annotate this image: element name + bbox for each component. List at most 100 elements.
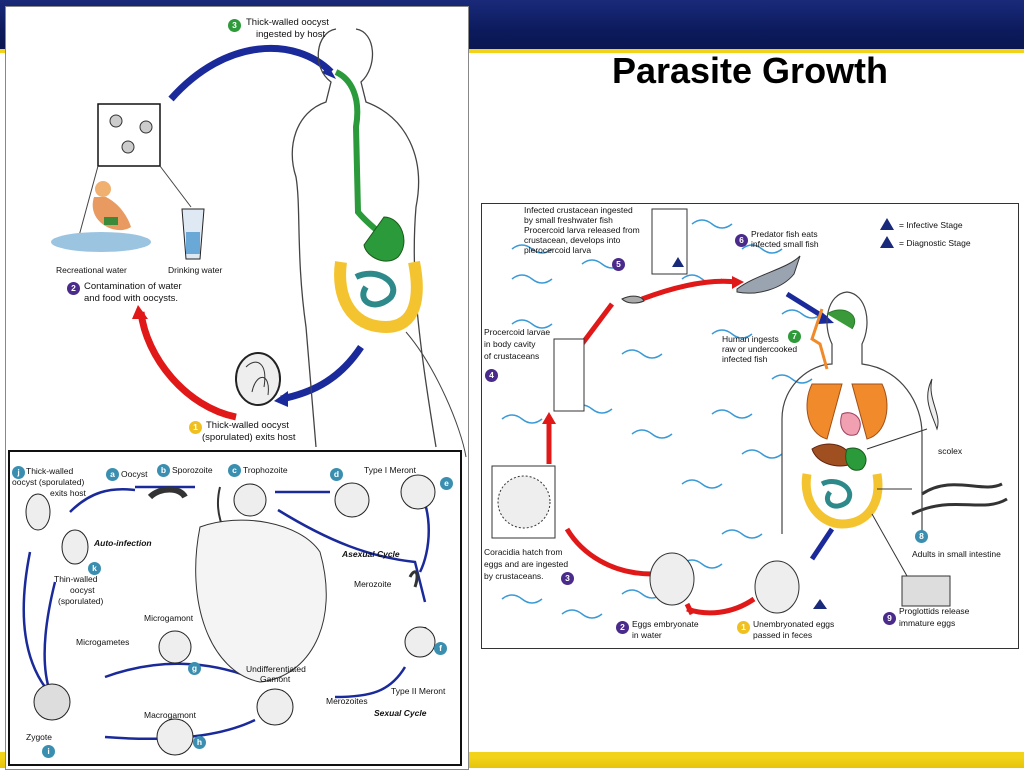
sexual-cycle-label: Sexual Cycle bbox=[374, 708, 427, 718]
step-7-line-2: raw or undercooked bbox=[722, 344, 798, 354]
heart bbox=[840, 412, 861, 436]
human-outline bbox=[781, 291, 923, 534]
small-fish bbox=[621, 295, 645, 304]
step-8-badge: 8 bbox=[915, 530, 928, 543]
drinking-water-label: Drinking water bbox=[168, 265, 223, 275]
predator-fish bbox=[736, 255, 801, 294]
arrow bbox=[580, 302, 614, 346]
arrow bbox=[43, 581, 57, 693]
stomach bbox=[845, 447, 867, 471]
step-5-line-4: crustacean, develops into bbox=[524, 235, 621, 245]
pointer-line bbox=[405, 331, 467, 458]
stage-k-text-3: (sporulated) bbox=[58, 596, 104, 606]
macrogamont-stage bbox=[156, 718, 194, 756]
step-5-badge: 5 bbox=[612, 258, 625, 271]
sporozoites bbox=[245, 361, 269, 396]
step-1-line-2: passed in feces bbox=[753, 630, 813, 640]
step-3-line-2: eggs and are ingested bbox=[484, 559, 569, 569]
arrow bbox=[22, 551, 47, 688]
step-3-badge: 3 bbox=[561, 572, 574, 585]
stage-j-text-2: oocyst (sporulated) bbox=[12, 477, 85, 487]
stage-a-label: Oocyst bbox=[121, 469, 148, 479]
swimmer-body bbox=[92, 197, 131, 231]
microgamont-stage bbox=[158, 630, 192, 664]
legend-diagnostic: = Diagnostic Stage bbox=[899, 238, 971, 248]
step-1-badge: 1 bbox=[189, 421, 202, 434]
stage-c-badge: c bbox=[228, 464, 241, 477]
water-pool bbox=[51, 232, 151, 252]
step-2-text-2: and food with oocysts. bbox=[84, 293, 178, 304]
merozoite-stage bbox=[408, 570, 419, 588]
step-6-line-2: infected small fish bbox=[751, 239, 819, 249]
zygote-stage bbox=[33, 683, 71, 721]
large-intestine bbox=[801, 473, 883, 529]
arrow-contamination bbox=[137, 311, 237, 421]
top-cycle-drawing bbox=[51, 28, 467, 458]
undifferentiated-label-1: Undifferentiated bbox=[246, 664, 306, 674]
zygote-label: Zygote bbox=[26, 732, 52, 742]
arrow bbox=[564, 527, 653, 577]
arrow bbox=[684, 602, 695, 616]
step-5-line-1: Infected crustacean ingested bbox=[524, 205, 633, 215]
step-1-text-1: Thick-walled oocyst bbox=[206, 420, 289, 431]
header-accent-line bbox=[0, 49, 1024, 53]
stage-cycle-frame: j Thick-walled oocyst (sporulated) exits… bbox=[8, 450, 462, 766]
human-body-outline bbox=[291, 28, 437, 448]
arrow bbox=[69, 488, 136, 513]
recreational-water-label: Recreational water bbox=[56, 265, 127, 275]
step-5-line-2: by small freshwater fish bbox=[524, 215, 613, 225]
procercoid-inset bbox=[553, 338, 585, 412]
step-1-text-2: (sporulated) exits host bbox=[202, 432, 296, 443]
oocyst-stage bbox=[147, 486, 188, 500]
step-6-badge: 6 bbox=[735, 234, 748, 247]
stage-e-badge: e bbox=[440, 477, 453, 490]
slide-title: Parasite Growth bbox=[611, 50, 889, 91]
step-4-line-1: Procercoid larvae bbox=[484, 327, 551, 337]
thin-oocyst-stage bbox=[61, 529, 89, 565]
oocyst-inset bbox=[97, 103, 161, 167]
stage-k-text-2: oocyst bbox=[70, 585, 95, 595]
arrow-exits bbox=[280, 345, 364, 403]
water-waves bbox=[501, 219, 823, 619]
stage-a-badge: a bbox=[106, 468, 119, 481]
tapeworm-lifecycle-panel: = Infective Stage = Diagnostic Stage Inf… bbox=[481, 203, 1019, 649]
cryptosporidium-lifecycle-panel: 3 Thick-walled oocyst ingested by host R… bbox=[5, 6, 469, 770]
step-4-line-3: of crustaceans bbox=[484, 351, 540, 361]
arrow-head bbox=[274, 391, 288, 407]
esophagus bbox=[334, 69, 387, 240]
undifferentiated-label-2: Gamont bbox=[260, 674, 291, 684]
pointer-line bbox=[871, 513, 908, 577]
step-6-line-1: Predator fish eats bbox=[751, 229, 818, 239]
stage-c-label: Trophozoite bbox=[243, 465, 288, 475]
pointer-line bbox=[866, 428, 928, 450]
step-2-badge: 2 bbox=[67, 282, 80, 295]
step-3-text-2: ingested by host bbox=[256, 29, 326, 40]
auto-infection-label: Auto-infection bbox=[94, 538, 152, 548]
step-9-line-2: immature eggs bbox=[899, 618, 956, 628]
arrow bbox=[104, 662, 251, 679]
swimsuit bbox=[104, 217, 118, 225]
merozoite-label: Merozoite bbox=[354, 579, 392, 589]
stage-b-label: Sporozoite bbox=[172, 465, 213, 475]
stage-h-badge: h bbox=[193, 736, 206, 749]
large-intestine bbox=[334, 260, 423, 334]
arrow bbox=[686, 596, 756, 616]
gamont-stage bbox=[256, 688, 294, 726]
macrogamont-label: Macrogamont bbox=[144, 710, 196, 720]
small-intestine bbox=[820, 479, 852, 509]
host-cells bbox=[195, 519, 327, 683]
microgamont-label: Microgamont bbox=[144, 613, 194, 623]
step-3-badge: 3 bbox=[228, 19, 241, 32]
stomach bbox=[363, 216, 405, 262]
step-2-line-1: Eggs embryonate bbox=[632, 619, 699, 629]
meront-e-stage bbox=[400, 474, 436, 510]
stage-k-text-1: Thin-walled bbox=[54, 574, 98, 584]
step-9-line-1: Proglottids release bbox=[899, 606, 970, 616]
microgametes-label: Microgametes bbox=[76, 637, 130, 647]
step-7-badge: 7 bbox=[788, 330, 801, 343]
stage-j-text-3: exits host bbox=[50, 488, 86, 498]
esophagus bbox=[810, 308, 829, 370]
stage-b-badge: b bbox=[157, 464, 170, 477]
step-2-text-1: Contamination of water bbox=[84, 281, 182, 292]
step-2-badge: 2 bbox=[616, 621, 629, 634]
